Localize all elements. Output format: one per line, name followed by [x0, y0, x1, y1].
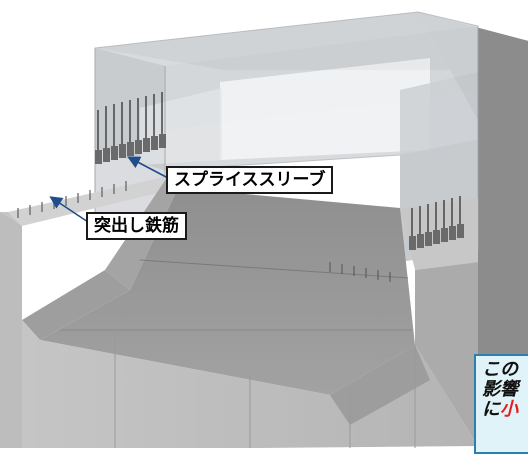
note-line-3-prefix: に [482, 399, 500, 420]
note-line-1: この [482, 359, 518, 380]
splice-sleeves-left [95, 92, 166, 164]
left-wall-top [8, 176, 178, 226]
protruding-rebar-leader-arrow [49, 196, 89, 223]
splice-sleeve-leader-arrow [127, 156, 169, 179]
protruding-rebar-right [329, 262, 391, 282]
note-line-2: 影響 [482, 379, 518, 400]
note-box: この 影響 に小 [474, 354, 528, 454]
splice-sleeve-label: スプライススリーブ [166, 166, 334, 194]
note-line-3: に小 [482, 400, 528, 420]
splice-sleeves-right [409, 196, 464, 250]
floor-slab [40, 188, 415, 395]
note-line-3-highlight: 小 [500, 399, 518, 420]
back-block-right-face [418, 12, 528, 446]
protruding-rebar-label: 突出し鉄筋 [86, 212, 187, 240]
